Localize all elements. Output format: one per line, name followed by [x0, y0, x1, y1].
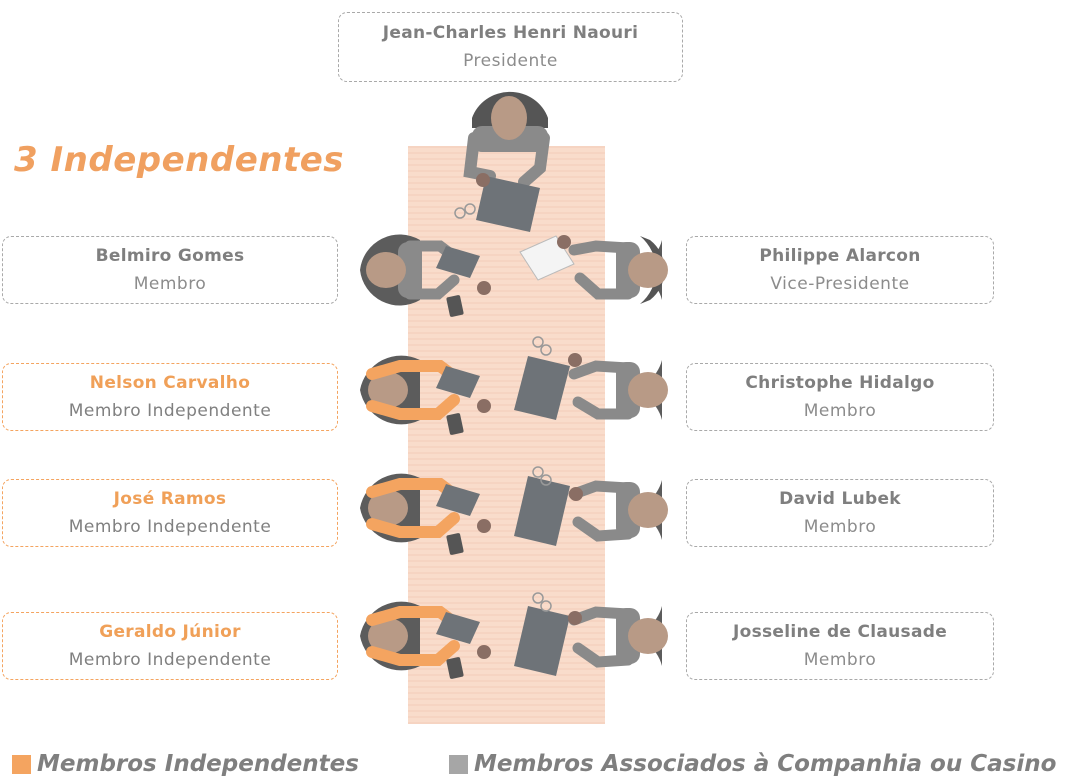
member-card-left-3: Geraldo Júnior Membro Independente	[2, 612, 338, 680]
president-name: Jean-Charles Henri Naouri	[382, 23, 639, 43]
seat-nelson	[360, 355, 491, 435]
member-role: Membro Independente	[68, 401, 272, 421]
member-card-left-2: José Ramos Membro Independente	[2, 479, 338, 547]
legend-associated: Membros Associados à Companhia ou Casino	[449, 751, 1056, 777]
member-name: Christophe Hidalgo	[745, 373, 935, 393]
member-name: José Ramos	[113, 489, 227, 509]
seat-geraldo	[360, 601, 491, 679]
legend-independent: Membros Independentes	[12, 751, 359, 777]
seat-christophe	[514, 336, 668, 420]
member-card-right-2: David Lubek Membro	[686, 479, 994, 547]
independents-headline: 3 Independentes	[14, 140, 345, 180]
member-role: Membro	[803, 650, 877, 670]
president-figure	[454, 91, 550, 232]
seat-jose	[360, 473, 491, 555]
member-role: Vice-Presidente	[770, 274, 910, 294]
member-card-right-3: Josseline de Clausade Membro	[686, 612, 994, 680]
president-role: Presidente	[463, 51, 558, 71]
member-role: Membro Independente	[68, 517, 272, 537]
member-role: Membro	[803, 401, 877, 421]
legend-label: Membros Independentes	[37, 751, 359, 777]
member-name: Geraldo Júnior	[99, 622, 241, 642]
member-name: Josseline de Clausade	[732, 622, 948, 642]
member-role: Membro Independente	[68, 650, 272, 670]
member-name: Belmiro Gomes	[95, 246, 245, 266]
seat-josseline	[514, 592, 668, 676]
member-name: Nelson Carvalho	[89, 373, 251, 393]
member-role: Membro	[133, 274, 207, 294]
table	[408, 146, 605, 724]
legend-swatch-associated	[449, 754, 468, 774]
seat-david	[514, 466, 668, 546]
member-card-right-1: Christophe Hidalgo Membro	[686, 363, 994, 431]
member-name: David Lubek	[779, 489, 901, 509]
seat-belmiro	[360, 234, 491, 317]
legend-label: Membros Associados à Companhia ou Casino	[474, 751, 1057, 777]
member-card-left-1: Nelson Carvalho Membro Independente	[2, 363, 338, 431]
seat-philippe	[519, 235, 668, 304]
member-card-left-0: Belmiro Gomes Membro	[2, 236, 338, 304]
member-card-right-0: Philippe Alarcon Vice-Presidente	[686, 236, 994, 304]
member-name: Philippe Alarcon	[759, 246, 921, 266]
legend-swatch-independent	[12, 754, 31, 774]
member-role: Membro	[803, 517, 877, 537]
president-card: Jean-Charles Henri Naouri Presidente	[338, 12, 683, 82]
